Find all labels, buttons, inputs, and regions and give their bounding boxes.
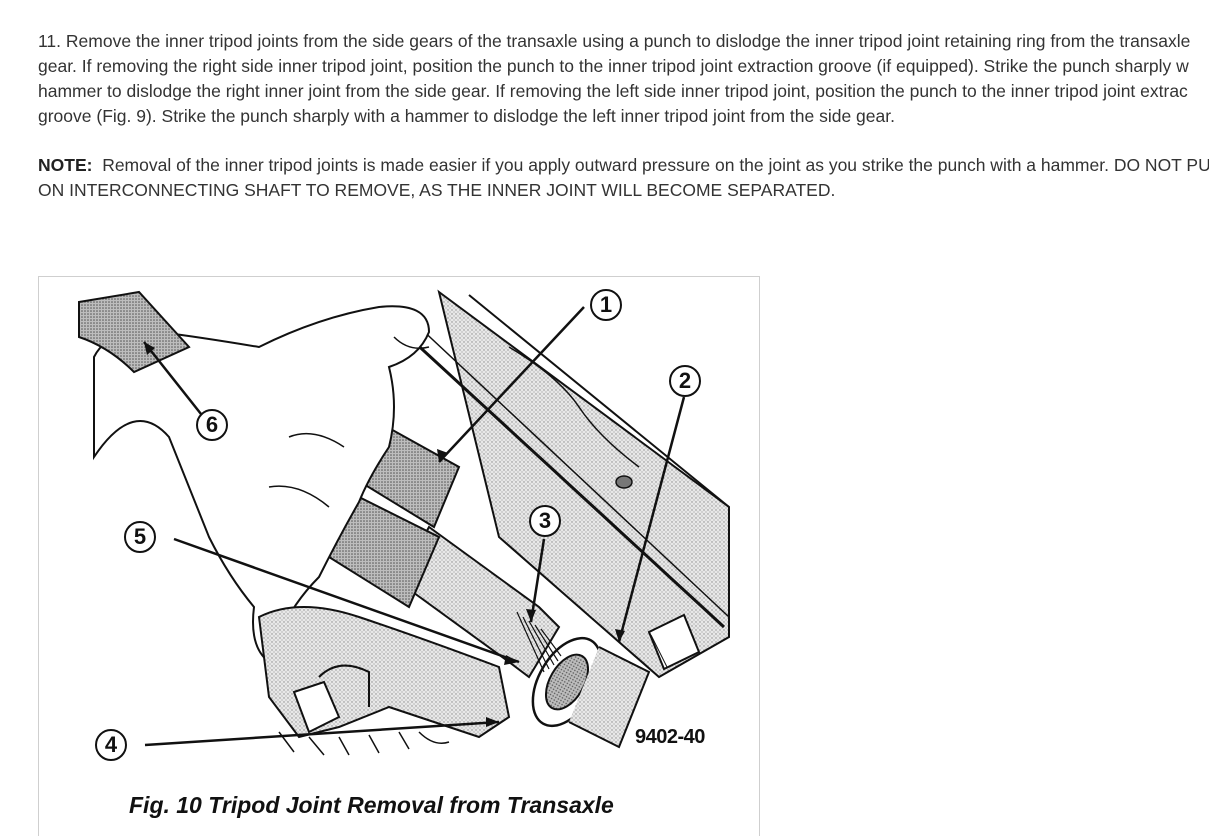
- step-line: 11. Remove the inner tripod joints from …: [38, 31, 1191, 51]
- tripod-illustration: [78, 289, 730, 756]
- step-line: gear. If removing the right side inner t…: [38, 56, 1189, 76]
- figure-code: 9402-40: [635, 726, 705, 748]
- note-paragraph: NOTE: Removal of the inner tripod joints…: [38, 153, 1209, 203]
- note-text: Removal of the inner tripod joints is ma…: [102, 155, 1209, 175]
- note-line-2: ON INTERCONNECTING SHAFT TO REMOVE, AS T…: [38, 180, 836, 200]
- callout-3: 3: [529, 505, 561, 537]
- callout-4: 4: [95, 729, 127, 761]
- callout-2: 2: [669, 365, 701, 397]
- callout-1: 1: [590, 289, 622, 321]
- callout-5: 5: [124, 521, 156, 553]
- step-line: hammer to dislodge the right inner joint…: [38, 81, 1188, 101]
- step-line: groove (Fig. 9). Strike the punch sharpl…: [38, 106, 895, 126]
- callout-6: 6: [196, 409, 228, 441]
- step-11-text: 11. Remove the inner tripod joints from …: [38, 29, 1209, 129]
- figure-caption: Fig. 10 Tripod Joint Removal from Transa…: [129, 792, 614, 818]
- note-label: NOTE:: [38, 155, 93, 175]
- figure-tripod-removal: 1 2 3 4 5 6 9402-40 Fig. 10 Tripod Joint…: [38, 276, 760, 836]
- note-line-1: NOTE: Removal of the inner tripod joints…: [38, 153, 1209, 178]
